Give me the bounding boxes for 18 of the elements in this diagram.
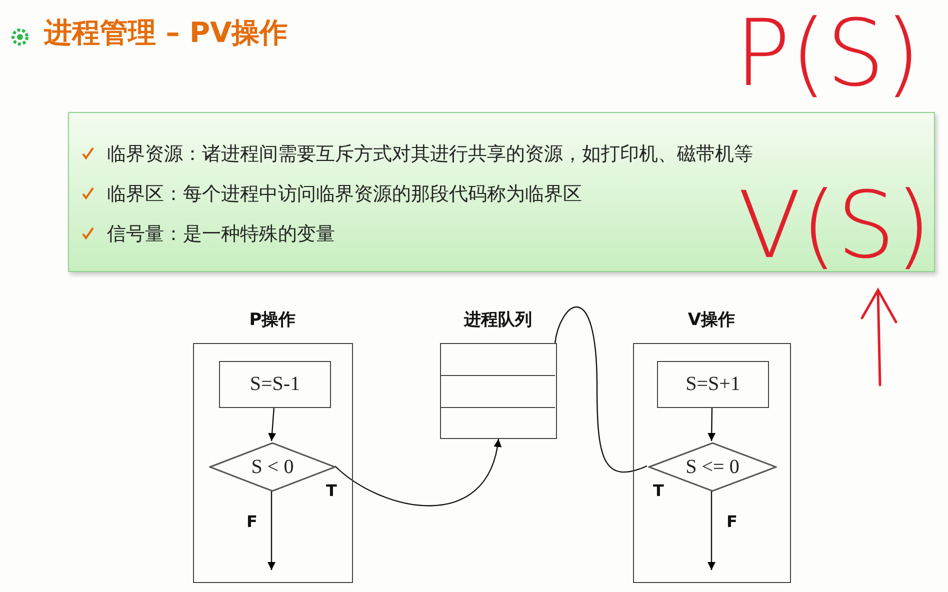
- arrow: [334, 438, 501, 506]
- arrow: [708, 491, 716, 570]
- slide-title: 进程管理 – PV操作: [44, 15, 288, 51]
- handwritten-note: P(S): [735, 8, 921, 100]
- process-box: S=S+1: [657, 361, 769, 408]
- bullet-text: 信号量：是一种特殊的变量: [107, 222, 335, 247]
- bullet-text: 临界区：每个进程中访问临界资源的那段代码称为临界区: [107, 182, 582, 207]
- frame-heading: V操作: [686, 309, 736, 331]
- frame-heading: P操作: [248, 309, 297, 331]
- arrow: [708, 407, 716, 441]
- frame-heading: 进程队列: [462, 309, 533, 331]
- arrow: [268, 406, 276, 442]
- connector-line: [554, 306, 648, 472]
- process-box: S=S-1: [219, 361, 331, 408]
- arrow: [268, 491, 276, 570]
- handwritten-note: V(S): [738, 180, 932, 272]
- note-panel: [68, 112, 935, 272]
- bullet-text: 临界资源：诸进程间需要互斥方式对其进行共享的资源，如打印机、磁带机等: [107, 142, 753, 167]
